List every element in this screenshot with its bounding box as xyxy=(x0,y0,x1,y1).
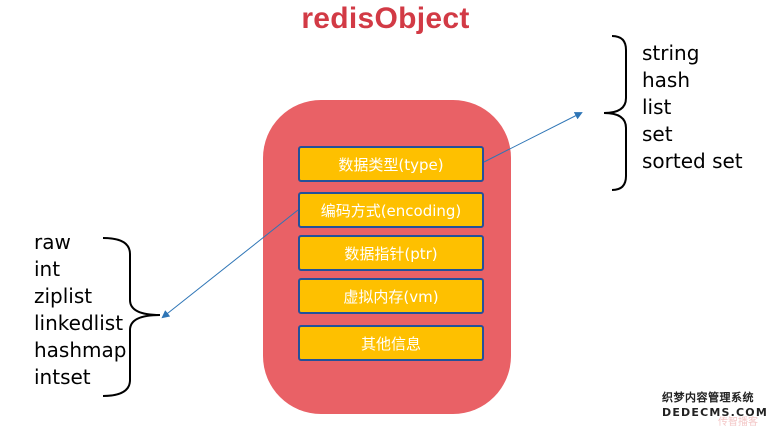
diagram-title: redisObject xyxy=(301,2,470,35)
type-item: hash xyxy=(642,68,691,92)
encoding-item: intset xyxy=(34,365,91,389)
field-encoding: 编码方式(encoding) xyxy=(298,192,484,228)
type-item: sorted set xyxy=(642,149,743,173)
watermark-line-1: 织梦内容管理系统 xyxy=(662,391,754,404)
type-arrow xyxy=(483,112,583,163)
left-brace xyxy=(102,237,161,397)
watermark-line-2: DEDECMS.COM xyxy=(662,406,768,419)
field-vm: 虚拟内存(vm) xyxy=(298,278,484,314)
watermark-line-3: 传智播客 xyxy=(718,417,758,428)
field-type: 数据类型(type) xyxy=(298,146,484,182)
watermark: 织梦内容管理系统 DEDECMS.COM xyxy=(662,389,768,419)
type-list: string hash list set sorted set xyxy=(642,40,743,175)
encoding-arrow xyxy=(161,209,299,319)
type-item: string xyxy=(642,41,700,65)
field-other-info: 其他信息 xyxy=(298,325,484,361)
encoding-item: int xyxy=(34,257,61,281)
type-item: set xyxy=(642,122,673,146)
encoding-item: hashmap xyxy=(34,338,127,362)
encoding-list: raw int ziplist linkedlist hashmap intse… xyxy=(34,229,126,391)
right-brace xyxy=(603,35,627,191)
field-ptr: 数据指针(ptr) xyxy=(298,235,484,271)
encoding-item: ziplist xyxy=(34,284,93,308)
encoding-item: linkedlist xyxy=(34,311,124,335)
encoding-item: raw xyxy=(34,230,71,254)
type-item: list xyxy=(642,95,672,119)
